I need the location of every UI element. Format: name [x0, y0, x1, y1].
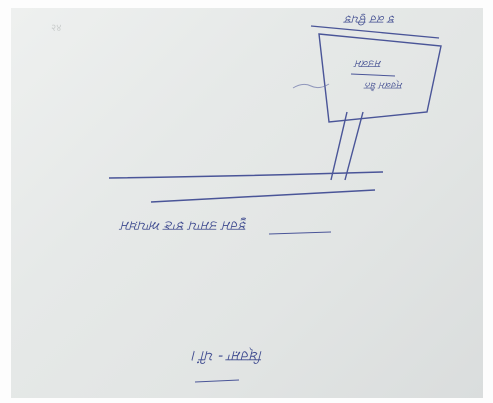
caption-underline	[268, 231, 332, 235]
faint-bleed-text: २४	[51, 23, 62, 34]
board-text-line1: ਸਤਕਮ	[355, 58, 382, 69]
board-top-line	[310, 25, 440, 39]
bottom-underline	[194, 379, 240, 383]
bottom-caption: ਬ੍ਰਿਸ਼ਾ - ਪੀਂ।	[191, 348, 263, 364]
top-caption: ਝ ਕਰ ਉਪਝ	[345, 13, 396, 26]
board-scribble	[292, 83, 330, 89]
post-left	[330, 111, 348, 181]
road-line-top	[108, 171, 384, 179]
paper-sheet: २४ ਝ ਕਰ ਉਪਝ ਸਤਕਮ ਸ੍ਰਕਮ ਬੈਨ ਝੂਰਮ ਤਸਾਪ ਝਾਣ…	[11, 8, 483, 398]
board-text-underline	[350, 73, 396, 77]
post-right	[344, 111, 364, 181]
pen-sketch	[108, 25, 442, 383]
road-line-bottom	[150, 189, 376, 203]
road-caption: ਝੂਰਮ ਤਸਾਪ ਝਾਣ ਆਪਖ਼ਮ	[121, 218, 247, 233]
signboard-outline	[318, 33, 442, 123]
board-text-line2: ਸ੍ਰਕਮ ਬੈਨ	[365, 80, 403, 90]
